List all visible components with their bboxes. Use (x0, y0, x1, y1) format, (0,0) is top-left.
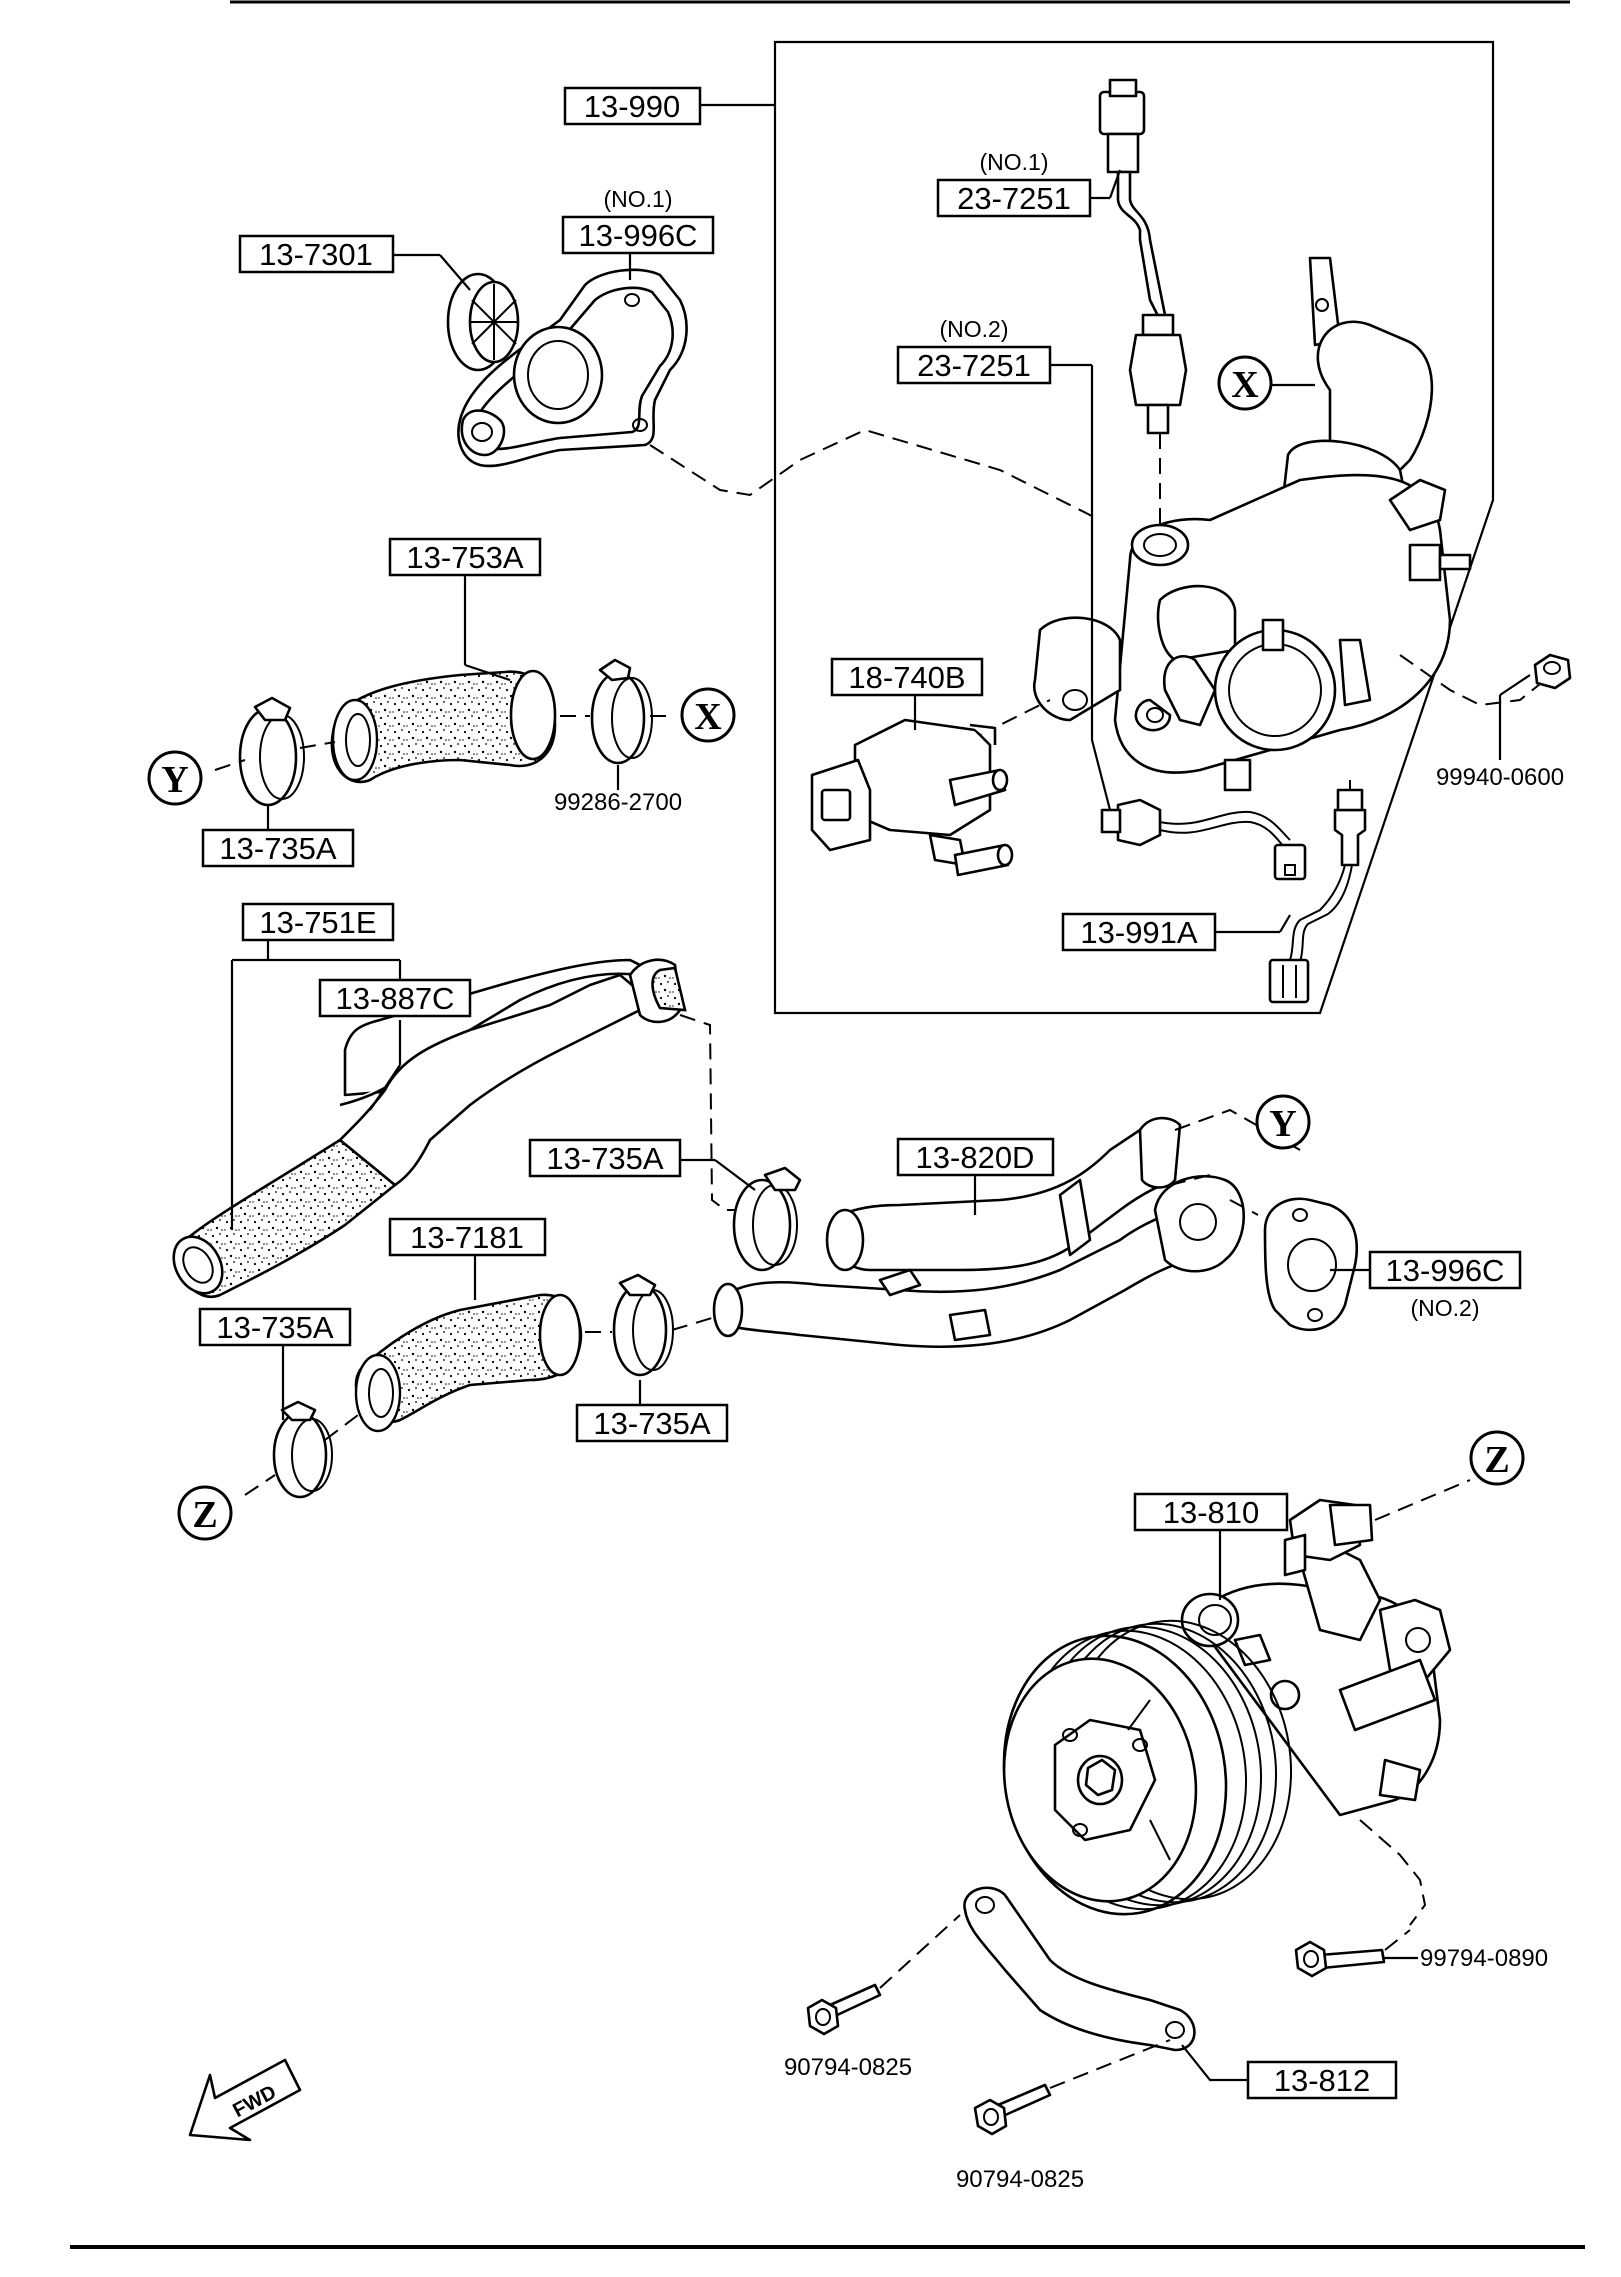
note-23-7251-no1: (NO.1) (980, 149, 1049, 175)
label-13-751E: 13-751E (241, 902, 395, 942)
svg-text:Z: Z (192, 1494, 217, 1536)
svg-text:13-991A: 13-991A (1080, 915, 1198, 950)
sensor-no1-part (1098, 78, 1188, 435)
label-90794-0825-a: 90794-0825 (784, 2054, 912, 2081)
sensor-wiring-part (1268, 788, 1367, 1004)
label-90794-0825-b: 90794-0825 (956, 2166, 1084, 2193)
connector-x-top: X (1217, 355, 1273, 411)
assembly-outline (773, 40, 1495, 1015)
svg-text:13-996C: 13-996C (1386, 1253, 1505, 1288)
gasket-no2-part (1263, 1197, 1359, 1332)
svg-text:18-740B: 18-740B (848, 660, 965, 695)
label-23-7251-no1: 23-7251 (936, 178, 1092, 218)
bolt-90794-a-part (806, 1983, 882, 2036)
svg-text:13-735A: 13-735A (546, 1141, 664, 1176)
label-13-735A-4: 13-735A (575, 1403, 729, 1443)
svg-text:13-735A: 13-735A (593, 1406, 711, 1441)
water-pipe-13-820D-part (712, 1116, 1245, 1349)
label-13-887C: 13-887C (318, 978, 472, 1018)
label-13-996C-no2: 13-996C (1368, 1250, 1522, 1290)
clamp-13-735A-1-part (238, 696, 305, 807)
svg-text:13-735A: 13-735A (219, 831, 337, 866)
svg-text:Y: Y (161, 759, 188, 801)
svg-text:13-751E: 13-751E (259, 905, 376, 940)
connector-y-hose: Y (147, 750, 203, 806)
svg-text:13-7181: 13-7181 (410, 1220, 524, 1255)
coolant-temp-sensor-part (1100, 798, 1307, 881)
svg-text:13-812: 13-812 (1274, 2063, 1371, 2098)
bolt-90794-b-part (973, 2083, 1052, 2136)
fwd-arrow-icon: FWD (188, 2058, 302, 2142)
label-13-7181: 13-7181 (388, 1217, 547, 1257)
svg-text:X: X (1231, 364, 1258, 406)
solenoid-valve-part (810, 718, 1014, 877)
label-13-820D: 13-820D (896, 1137, 1055, 1177)
clamp-13-735A-4-part (612, 1273, 674, 1377)
label-23-7251-no2: 23-7251 (896, 345, 1052, 385)
label-13-812: 13-812 (1246, 2060, 1398, 2100)
svg-text:Z: Z (1484, 1439, 1509, 1481)
label-13-753A: 13-753A (388, 537, 542, 577)
svg-text:X: X (694, 696, 721, 738)
hose-13-7181-part (354, 1293, 583, 1433)
connector-x-hose: X (680, 687, 736, 743)
svg-text:13-887C: 13-887C (336, 981, 455, 1016)
bracket-part (963, 1886, 1196, 2052)
label-99794-0890: 99794-0890 (1420, 1945, 1548, 1972)
svg-text:23-7251: 23-7251 (917, 348, 1031, 383)
svg-text:13-735A: 13-735A (216, 1310, 334, 1345)
note-23-7251-no2: (NO.2) (940, 316, 1009, 342)
svg-text:13-753A: 13-753A (406, 540, 524, 575)
ac-compressor-part (1002, 1498, 1452, 1916)
label-13-810: 13-810 (1133, 1492, 1289, 1532)
thermostat-part (446, 272, 520, 372)
svg-text:13-996C: 13-996C (579, 218, 698, 253)
label-13-735A-1: 13-735A (201, 828, 355, 868)
clamp-99286-part (590, 658, 653, 765)
svg-text:13-990: 13-990 (584, 89, 681, 124)
label-13-990: 13-990 (563, 86, 702, 126)
throttle-body-part (1032, 256, 1472, 792)
label-13-735A-2: 13-735A (528, 1138, 682, 1178)
bolt-99794-part (1294, 1940, 1386, 1978)
note-13-996C-no2: (NO.2) (1411, 1295, 1480, 1321)
connector-y-pipe: Y (1255, 1094, 1311, 1150)
clamp-13-735A-2-part (732, 1166, 802, 1272)
water-pipe-13-887C-part (172, 958, 687, 1298)
clamp-13-735A-3-part (272, 1400, 333, 1499)
svg-text:23-7251: 23-7251 (957, 181, 1071, 216)
label-13-7301: 13-7301 (238, 234, 395, 274)
label-13-996C-no1: 13-996C (561, 215, 715, 255)
label-13-735A-3: 13-735A (198, 1307, 352, 1347)
gasket-no1-part (457, 268, 688, 468)
svg-text:13-810: 13-810 (1163, 1495, 1260, 1530)
note-13-996C-no1: (NO.1) (604, 186, 673, 212)
svg-text:Y: Y (1269, 1103, 1296, 1145)
label-99940-0600: 99940-0600 (1436, 764, 1564, 791)
connector-z-hose: Z (177, 1485, 233, 1541)
connector-z-compressor: Z (1469, 1430, 1525, 1486)
svg-text:13-820D: 13-820D (916, 1140, 1035, 1175)
hose-13-753A-part (330, 669, 557, 784)
label-18-740B: 18-740B (830, 657, 984, 697)
nut-part (1533, 653, 1572, 690)
svg-text:13-7301: 13-7301 (259, 237, 373, 272)
label-99286-2700: 99286-2700 (554, 789, 682, 816)
label-13-991A: 13-991A (1061, 912, 1217, 952)
